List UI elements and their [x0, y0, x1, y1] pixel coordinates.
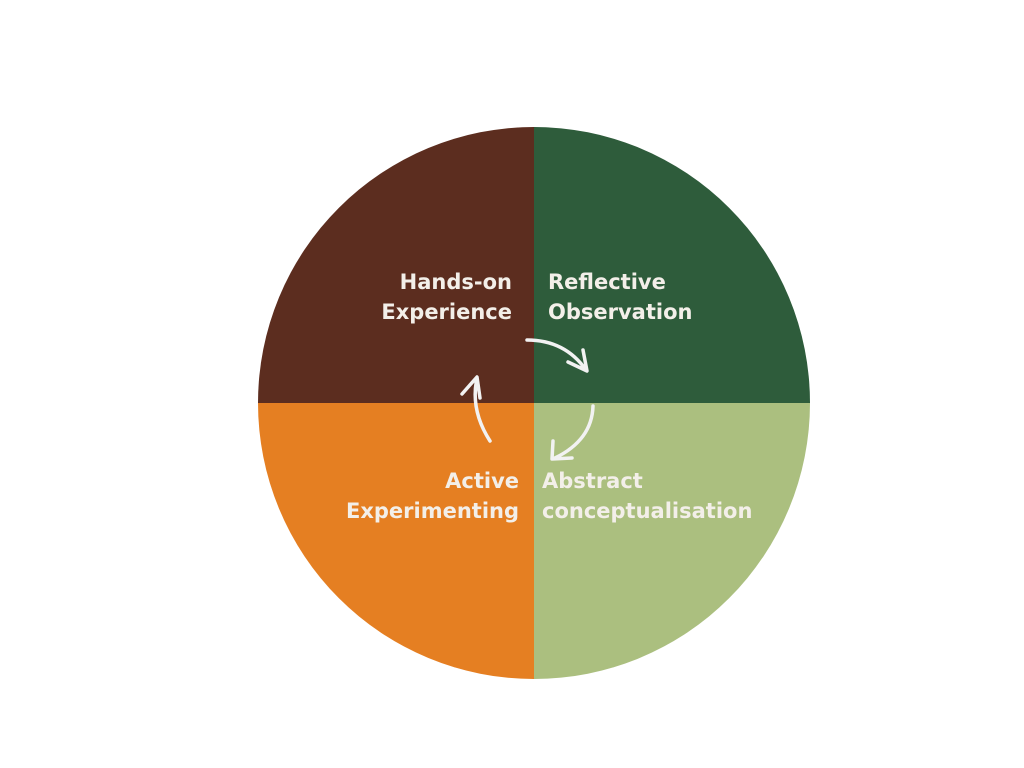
arrow-experience-to-observation: [525, 338, 589, 373]
label-line: Hands-on: [399, 270, 512, 294]
label-line: conceptualisation: [542, 499, 753, 523]
label-line: Experience: [381, 300, 512, 324]
quadrant-active-experimenting: [258, 403, 534, 679]
label-line: Observation: [548, 300, 693, 324]
label-active-experimenting: Active Experimenting: [346, 466, 519, 526]
label-abstract-conceptualisation: Abstract conceptualisation: [542, 466, 752, 526]
label-line: Reflective: [548, 270, 666, 294]
arrow-observation-to-conceptualisation: [550, 404, 595, 461]
label-reflective-observation: Reflective Observation: [548, 267, 692, 327]
label-hands-on-experience: Hands-on Experience: [381, 267, 512, 327]
label-line: Experimenting: [345, 499, 519, 523]
quadrant-abstract-conceptualisation: [534, 403, 810, 679]
label-line: Abstract: [542, 469, 643, 493]
arrow-experimenting-to-experience: [460, 375, 492, 443]
quadrant-hands-on-experience: [258, 127, 534, 403]
label-line: Active: [445, 469, 519, 493]
quadrant-reflective-observation: [534, 127, 810, 403]
